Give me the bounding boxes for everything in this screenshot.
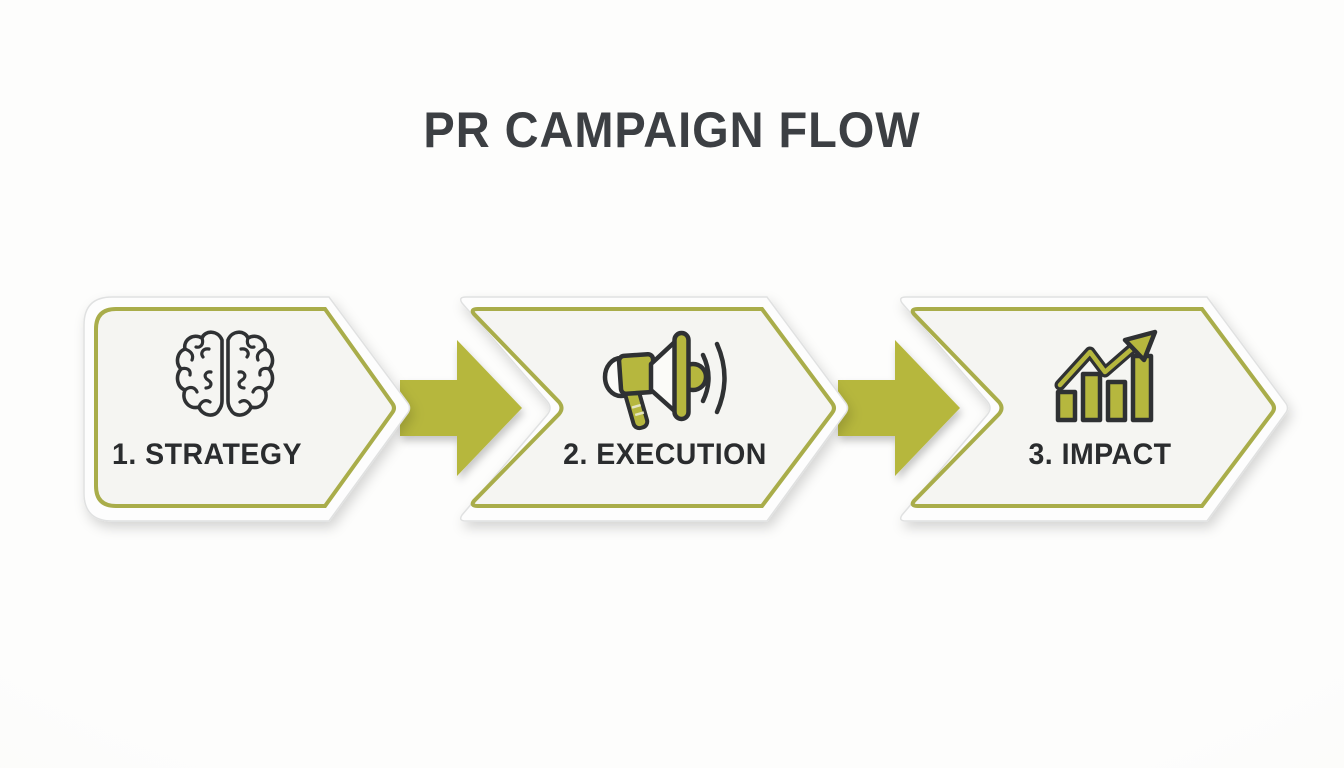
growth-chart-icon [1054, 329, 1158, 423]
step-card-impact [899, 296, 1289, 522]
step-label-execution: 2. EXECUTION [563, 438, 767, 471]
page-title: PR CAMPAIGN FLOW [423, 102, 921, 158]
card-inner-border [94, 307, 396, 508]
arrow-right-icon [400, 340, 522, 476]
card-inner-border [470, 307, 836, 508]
step-label-strategy: 1. STRATEGY [112, 438, 302, 471]
connector-arrows [400, 340, 960, 476]
step-card-strategy [83, 296, 411, 522]
megaphone-icon [602, 330, 727, 431]
arrow-right-icon [838, 340, 960, 476]
step-card-execution [459, 296, 849, 522]
step-label-impact: 3. IMPACT [1028, 438, 1172, 471]
